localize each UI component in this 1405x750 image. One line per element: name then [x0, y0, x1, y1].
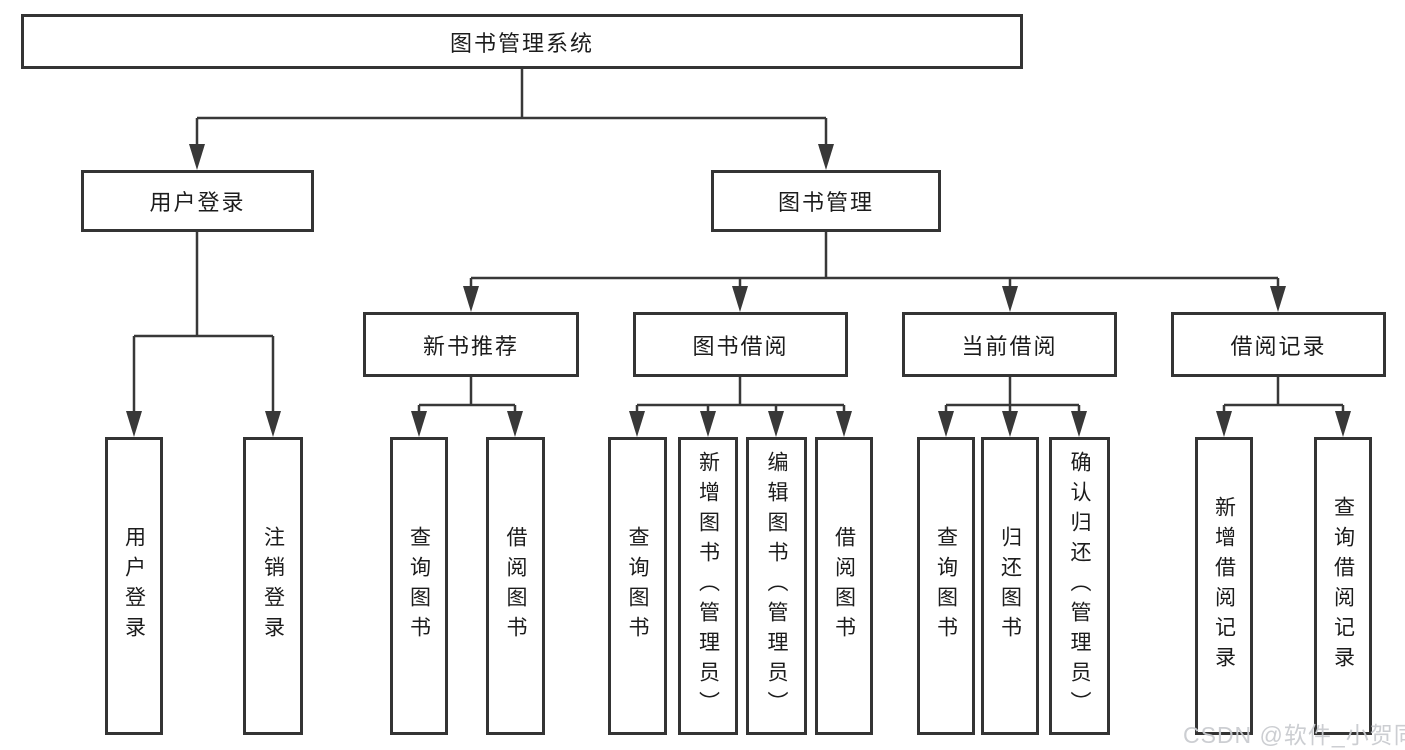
arrow-down-icon [938, 411, 954, 437]
leaf-node-logout: 注销登录 [243, 437, 303, 735]
leaf-node-label: 确认归还（管理员） [1068, 451, 1092, 721]
leaf-node-label: 查询图书 [934, 526, 958, 646]
arrow-down-icon [1335, 411, 1351, 437]
leaf-node-query-borrow-record: 查询借阅记录 [1314, 437, 1372, 735]
connector-login-branch [132, 232, 275, 429]
branch-node-user-login: 用户登录 [81, 170, 314, 232]
connector-records-branch [1222, 377, 1345, 429]
arrow-down-icon [629, 411, 645, 437]
root-node-library-system: 图书管理系统 [21, 14, 1023, 69]
connector-root-branch [195, 69, 828, 162]
module-node-current-borrow: 当前借阅 [902, 312, 1117, 377]
arrow-down-icon [411, 411, 427, 437]
leaf-node-label: 借阅图书 [832, 526, 856, 646]
leaf-node-label: 新增借阅记录 [1212, 496, 1236, 676]
leaf-node-return-books: 归还图书 [981, 437, 1039, 735]
module-node-label: 图书借阅 [692, 333, 789, 359]
arrow-down-icon [265, 411, 281, 437]
root-node-label: 图书管理系统 [449, 30, 594, 56]
leaf-node-add-borrow-record: 新增借阅记录 [1195, 437, 1253, 735]
connector-borrow-branch [635, 377, 846, 429]
leaf-node-user-login: 用户登录 [105, 437, 163, 735]
leaf-node-borrow-books: 借阅图书 [815, 437, 873, 735]
branch-node-label: 用户登录 [149, 190, 246, 215]
leaf-node-confirm-return-admin: 确认归还（管理员） [1049, 437, 1110, 735]
leaf-node-edit-books-admin: 编辑图书（管理员） [746, 437, 807, 735]
module-node-label: 当前借阅 [961, 333, 1058, 359]
connector-management-branch [469, 232, 1280, 304]
arrowheads [126, 144, 1351, 437]
arrow-down-icon [700, 411, 716, 437]
leaf-node-label: 借阅图书 [504, 526, 528, 646]
branch-node-label: 图书管理 [777, 190, 874, 215]
arrow-down-icon [1216, 411, 1232, 437]
leaf-node-add-books-admin: 新增图书（管理员） [678, 437, 738, 735]
leaf-node-query-books-borrow: 查询图书 [608, 437, 667, 735]
leaf-node-label: 归还图书 [998, 526, 1022, 646]
leaf-node-label: 查询借阅记录 [1331, 496, 1355, 676]
leaf-node-label: 查询图书 [407, 526, 431, 646]
arrow-down-icon [1071, 411, 1087, 437]
arrow-down-icon [1270, 286, 1286, 312]
connector-newbook-branch [417, 377, 517, 429]
arrow-down-icon [836, 411, 852, 437]
module-node-label: 新书推荐 [422, 333, 519, 359]
leaf-node-label: 用户登录 [122, 526, 146, 646]
leaf-node-label: 查询图书 [626, 526, 650, 646]
arrow-down-icon [463, 286, 479, 312]
arrow-down-icon [507, 411, 523, 437]
module-node-label: 借阅记录 [1230, 333, 1327, 359]
branch-node-book-management: 图书管理 [711, 170, 941, 232]
arrow-down-icon [732, 286, 748, 312]
module-node-new-book-recommend: 新书推荐 [363, 312, 579, 377]
leaf-node-label: 新增图书（管理员） [696, 451, 720, 721]
leaf-node-label: 注销登录 [261, 526, 285, 646]
arrow-down-icon [818, 144, 834, 170]
leaf-node-query-books-recommend: 查询图书 [390, 437, 448, 735]
csdn-watermark: CSDN @软件_小贺同学 [1183, 722, 1405, 748]
arrow-down-icon [189, 144, 205, 170]
leaf-node-query-books-current: 查询图书 [917, 437, 975, 735]
module-node-book-borrow: 图书借阅 [633, 312, 848, 377]
arrow-down-icon [1002, 286, 1018, 312]
arrow-down-icon [126, 411, 142, 437]
leaf-node-label: 编辑图书（管理员） [765, 451, 789, 721]
arrow-down-icon [1002, 411, 1018, 437]
leaf-node-borrow-books-recommend: 借阅图书 [486, 437, 545, 735]
arrow-down-icon [768, 411, 784, 437]
module-node-borrow-records: 借阅记录 [1171, 312, 1386, 377]
